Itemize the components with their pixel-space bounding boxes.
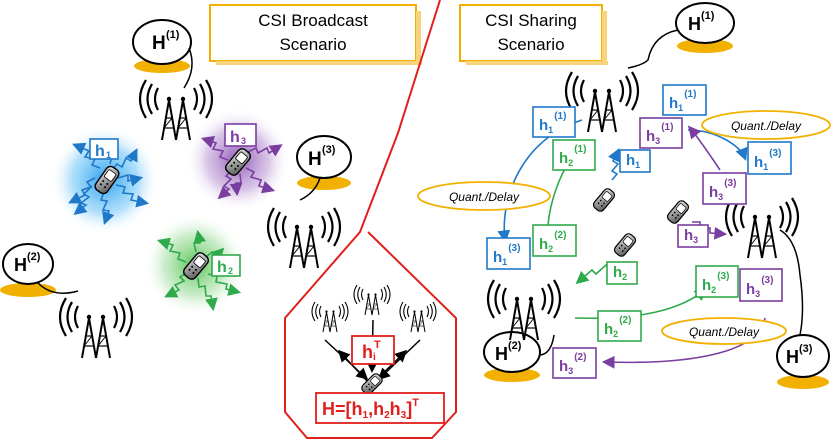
H2-sup-left: (2) <box>27 251 41 263</box>
user-2-left: h 2 <box>143 213 247 317</box>
H2-label-right: H <box>495 344 508 364</box>
broadcast-title: CSI Broadcast Scenario <box>209 4 422 65</box>
H3-sup-right: (3) <box>799 343 813 355</box>
h1-sub-left: 1 <box>106 150 111 160</box>
shared-csi-text: h1(1) <box>669 89 696 113</box>
phone-user-3-right <box>665 198 691 226</box>
user-3-left: h 3 <box>186 108 290 212</box>
shared-csi-text: h3(1) <box>646 122 673 146</box>
shared-csi-text: h3(2) <box>559 352 586 376</box>
tower-right-3 <box>724 196 800 260</box>
shared-csi-text: h1 <box>626 152 640 170</box>
shared-csi-label-h1_3: h1(3) <box>747 141 792 175</box>
quant-delay-2: Quant./Delay <box>701 110 831 140</box>
h2-sub-left: 2 <box>228 266 233 276</box>
shared-csi-text: h2(1) <box>559 144 586 168</box>
user-1-left: h 1 <box>50 125 160 235</box>
quant-delay-1: Quant./Delay <box>417 181 551 211</box>
h3-label-left: h <box>230 129 240 146</box>
H1-sup-left: (1) <box>166 29 180 41</box>
shared-csi-text: h2(3) <box>702 271 729 295</box>
shared-csi-label-h1_3: h1(3) <box>486 237 531 270</box>
broadcast-title-line2: Scenario <box>279 35 346 54</box>
shared-csi-text: h1(1) <box>539 111 566 135</box>
shared-csi-label-h3_3: h3(3) <box>739 268 783 302</box>
shared-csi-label-h3_3: h3(3) <box>702 172 747 205</box>
phone-user-1-right <box>591 186 617 214</box>
shared-csi-label-h3: h3 <box>677 224 709 248</box>
H2-label-left: H <box>14 255 27 275</box>
divider-line <box>284 0 457 439</box>
sharing-title: CSI Sharing Scenario <box>459 4 608 65</box>
shared-csi-text: h1(3) <box>754 148 781 172</box>
tx-H1-right: H (1) <box>627 2 735 69</box>
hi-label: h <box>362 342 373 362</box>
shared-csi-label-h1_1: h1(1) <box>532 106 576 138</box>
shared-csi-label-h1: h1 <box>619 149 651 173</box>
shared-csi-label-h2_2: h2(2) <box>532 224 577 257</box>
hi-sup: T <box>374 339 381 351</box>
tower-left-3 <box>266 206 342 270</box>
h3-sub-left: 3 <box>241 136 246 146</box>
tower-left-2 <box>58 296 134 360</box>
quant-delay-3: Quant./Delay <box>661 317 787 345</box>
tx-H3-left: H (3) <box>296 135 352 201</box>
sharing-title-line1: CSI Sharing <box>485 11 577 30</box>
quant-delay-label-1: Quant./Delay <box>449 190 520 204</box>
H3-label-left: H <box>308 149 322 170</box>
shared-csi-label-h3_2: h3(2) <box>552 347 597 379</box>
shared-csi-label-h2_2: h2(2) <box>597 310 642 342</box>
zoom-inset: h i T H=[h1,h2h3]T <box>311 284 445 424</box>
shared-csi-text: h2(2) <box>539 230 566 254</box>
tx-H2-right: H (2) <box>483 331 555 382</box>
quant-delay-label-2: Quant./Delay <box>731 119 802 133</box>
shared-csi-text: h2 <box>613 264 627 282</box>
shared-csi-text: h3 <box>684 227 698 245</box>
tx-H3-right: H (3) <box>776 229 830 389</box>
shared-csi-label-h1_1: h1(1) <box>662 84 707 116</box>
shared-csi-label-h2_3: h2(3) <box>695 265 739 298</box>
shared-csi-label-h2_1: h2(1) <box>552 139 596 171</box>
H1-sup-right: (1) <box>701 10 715 22</box>
H1-label-right: H <box>688 14 701 34</box>
hi-sub: i <box>373 352 376 363</box>
phone-user-2-right <box>612 231 638 259</box>
H1-label-left: H <box>152 33 166 54</box>
quant-delay-label-3: Quant./Delay <box>689 325 760 339</box>
h1-label-left: h <box>95 143 105 160</box>
H-formula: H=[h1,h2h3]T <box>322 397 419 421</box>
broadcast-title-line1: CSI Broadcast <box>258 11 368 30</box>
shared-csi-text: h3(3) <box>746 275 773 299</box>
shared-csi-text: h3(3) <box>709 178 736 202</box>
H3-label-right: H <box>786 347 799 367</box>
tower-right-1 <box>564 70 640 134</box>
h2-label-left: h <box>217 259 227 276</box>
tower-right-2 <box>486 278 562 342</box>
H2-sup-right: (2) <box>508 340 522 352</box>
sharing-title-line2: Scenario <box>497 35 564 54</box>
tx-H2-left: H (2) <box>0 243 79 297</box>
shared-csi-label-h2: h2 <box>606 261 638 285</box>
shared-csi-label-h3_1: h3(1) <box>639 117 683 149</box>
shared-csi-text: h1(3) <box>493 243 520 267</box>
shared-csi-text: h2(2) <box>604 315 631 339</box>
H3-sup-left: (3) <box>322 144 336 156</box>
tx-H1-left: H (1) <box>132 19 193 89</box>
